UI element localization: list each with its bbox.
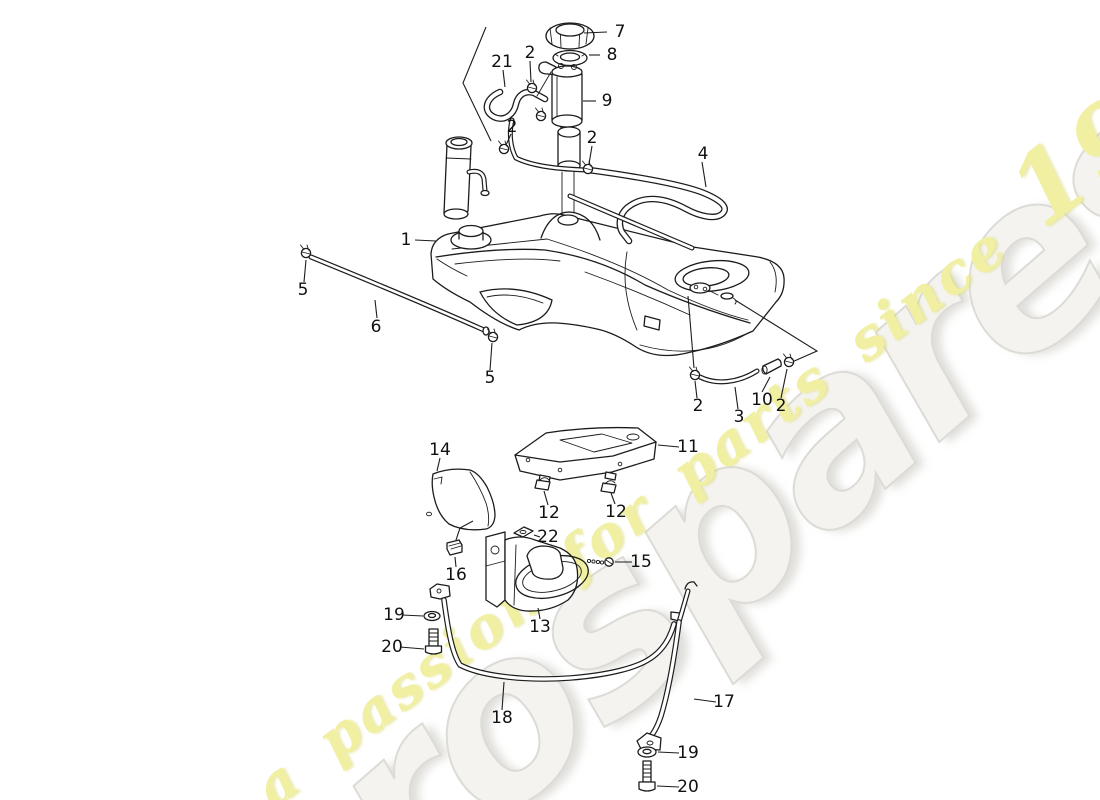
part-10-connector-drawing: [761, 358, 782, 375]
filler-neck-drawing: [443, 136, 490, 220]
fuel-crossover-line-drawing: [567, 193, 695, 251]
part-16-nut-drawing: [446, 520, 474, 556]
vent-pipe-drawing: [507, 117, 589, 173]
part-9-fuel-sender-drawing: [538, 61, 583, 214]
leader-lines: [303, 31, 788, 788]
part-12-clips-drawing: [534, 477, 617, 494]
part-3-hose-drawing: [697, 368, 760, 385]
part-15-screw-drawing: [586, 557, 614, 567]
part-21-vent-hose-drawing: [462, 26, 552, 142]
part-8-seal-ring-drawing: [552, 49, 588, 67]
part-18-strap-drawing: [429, 583, 681, 682]
part-4-vent-hose-loop-drawing: [585, 166, 728, 245]
part-13-cover-bracket-drawing: [485, 531, 589, 612]
part-17-support-strap-drawing: [636, 581, 698, 751]
part-19-washers-drawing: [423, 610, 657, 758]
part-20-bolts-drawing: [424, 628, 656, 792]
part-1-fuel-tank-drawing: [430, 211, 819, 369]
part-11-heat-shield-drawing: [514, 426, 657, 484]
part-14-cover-drawing: [426, 468, 496, 531]
part-7-filler-cap-drawing: [545, 22, 595, 50]
